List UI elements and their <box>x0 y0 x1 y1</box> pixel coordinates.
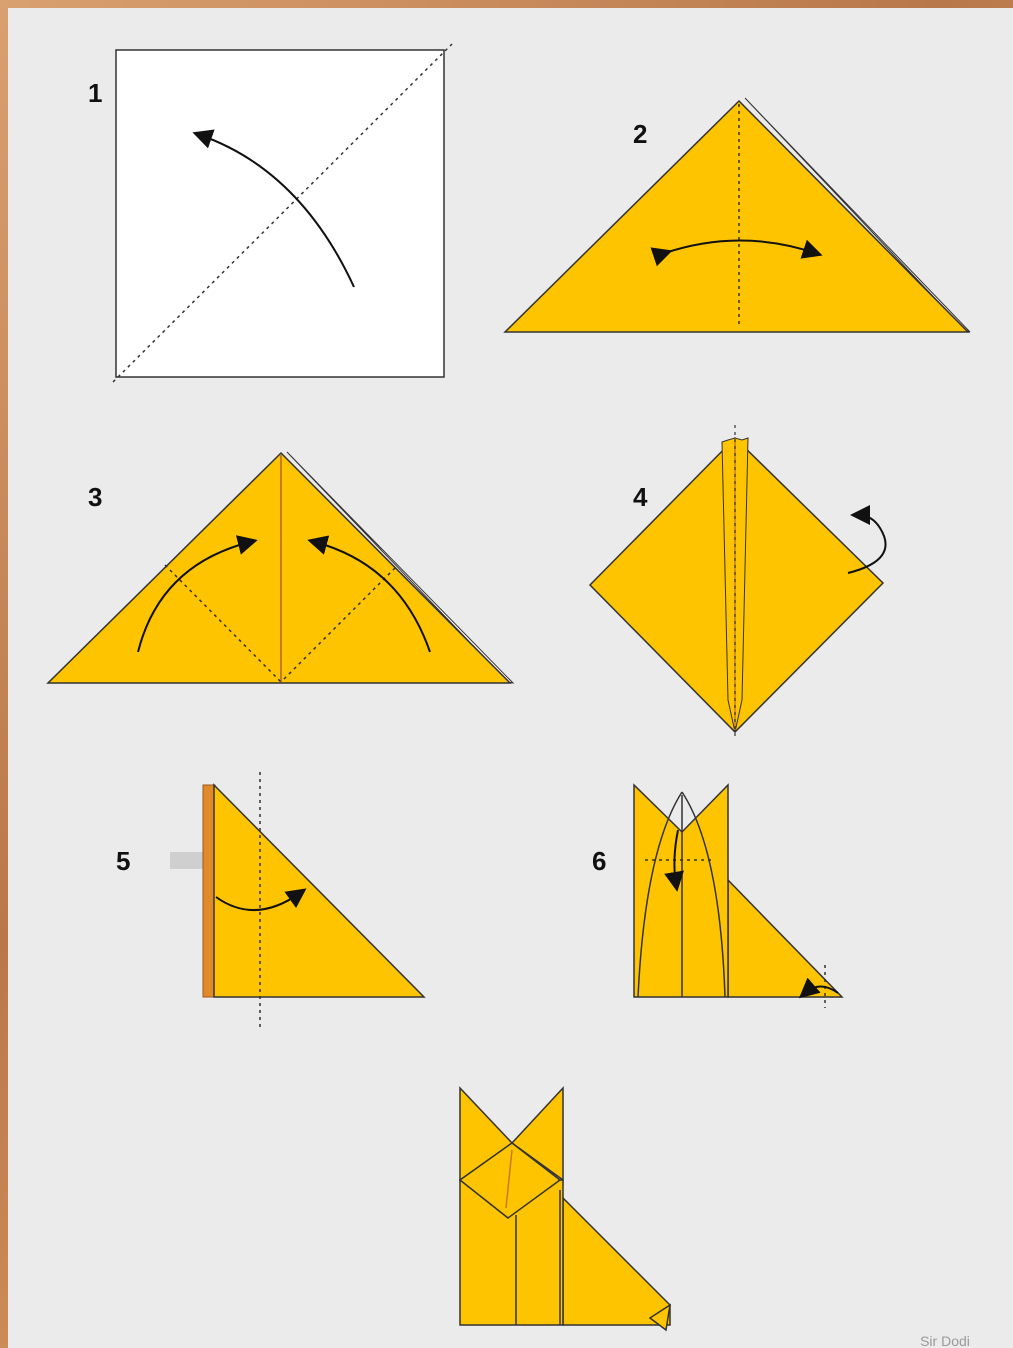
folded-triangle <box>48 453 510 683</box>
step-6-number: 6 <box>592 846 606 876</box>
step-4: 4 <box>590 425 886 740</box>
step-1: 1 <box>88 44 452 382</box>
paper-square <box>116 50 444 377</box>
step-6: 6 <box>592 785 842 1008</box>
step-2-number: 2 <box>633 119 647 149</box>
step-3: 3 <box>48 452 513 683</box>
step-3-number: 3 <box>88 482 102 512</box>
finished-cat <box>460 1088 670 1330</box>
triangle-body <box>214 785 424 997</box>
folded-edge <box>203 785 215 997</box>
step-5-number: 5 <box>116 846 130 876</box>
step-5: 5 <box>116 772 424 1028</box>
step-2: 2 <box>505 98 970 332</box>
cat-tail <box>563 1198 670 1325</box>
step-4-number: 4 <box>633 482 648 512</box>
step-1-number: 1 <box>88 78 102 108</box>
folded-triangle <box>505 101 968 332</box>
credit-text: Sir Dodi <box>920 1333 970 1348</box>
